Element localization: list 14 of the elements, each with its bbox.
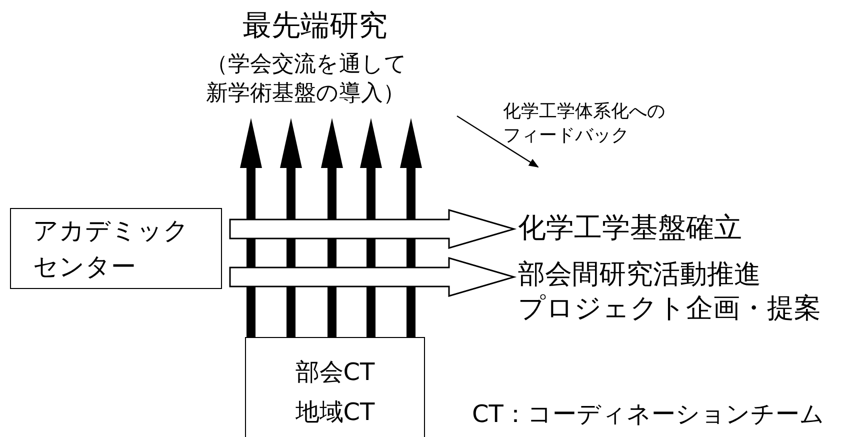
box-label: 地域CT — [294, 397, 376, 428]
box-label: 部会CT — [294, 357, 376, 388]
outcome-text: 化学工学基盤確立 — [518, 210, 743, 246]
legend-note: CT：コーディネーションチーム — [472, 399, 824, 430]
outcome-text: 部会間研究活動推進 — [518, 258, 762, 292]
outcome-text: プロジェクト企画・提案 — [518, 292, 818, 326]
block-arrow — [229, 257, 517, 297]
block-arrow — [229, 209, 517, 249]
note-text: 化学工学体系化へのフィードバック — [503, 100, 666, 148]
team-box — [245, 337, 425, 437]
subheading: （学会交流を通して新学術基盤の導入） — [206, 51, 408, 108]
heading: 最先端研究 — [242, 8, 388, 42]
box-label: アカデミックセンター — [33, 215, 190, 283]
center-box — [10, 208, 222, 289]
